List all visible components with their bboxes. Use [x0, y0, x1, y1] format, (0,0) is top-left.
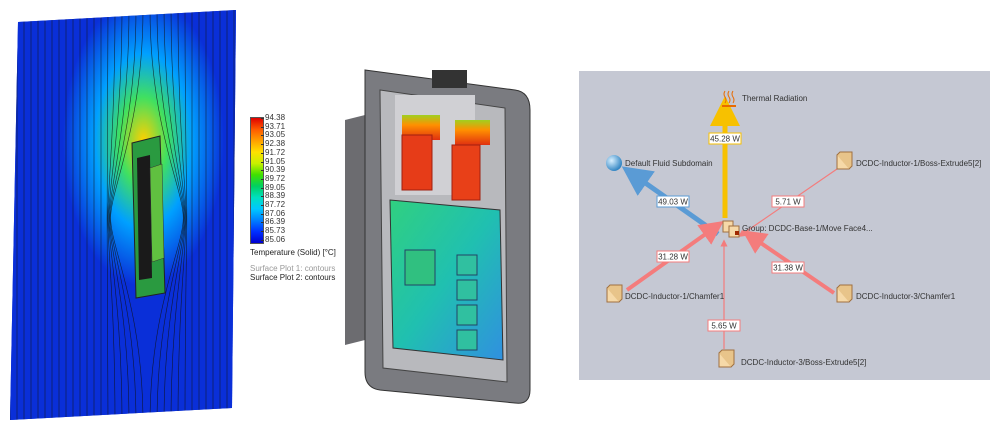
heat-flow-value-fluid: 49.03 W [656, 195, 690, 208]
legend-tick: 94.38 [260, 113, 286, 122]
svg-text:31.28 W: 31.28 W [658, 253, 688, 262]
streamline [184, 10, 188, 420]
thermal-radiation-label[interactable]: Thermal Radiation [742, 94, 807, 103]
legend-tick: 87.72 [260, 200, 286, 209]
legend-tick: 89.05 [260, 182, 286, 192]
svg-text:49.03 W: 49.03 W [658, 198, 688, 207]
streamline [108, 10, 130, 420]
flow-trajectory-plot [10, 10, 236, 420]
legend-tick: 93.71 [260, 121, 286, 131]
part-box-icon [606, 284, 623, 303]
surface-plot-1-label: Surface Plot 1: contours [250, 264, 336, 273]
group-icon [722, 220, 740, 238]
streamline [149, 10, 184, 420]
heat-flow-value-inductor3-boss: 5.65 W [707, 319, 741, 332]
legend-tick: 85.06 [260, 234, 286, 244]
fluid-sphere-icon [606, 155, 622, 171]
inductor3-boss-label[interactable]: DCDC-Inductor-3/Boss-Extrude5[2] [741, 358, 866, 367]
inductor-1 [401, 115, 440, 191]
legend-tick: 87.06 [260, 208, 286, 218]
heat-flow-value-inductor1-boss: 5.71 W [771, 195, 805, 208]
legend-tick: 91.05 [260, 156, 286, 166]
streamline [170, 10, 186, 420]
streamline [156, 10, 185, 420]
legend-title: Temperature (Solid) [°C] [250, 248, 336, 257]
streamline [163, 10, 186, 420]
part-box-icon [836, 151, 853, 170]
legend-tick: 88.39 [260, 191, 286, 201]
svg-text:45.28 W: 45.28 W [710, 135, 740, 144]
legend-tick: 92.38 [260, 139, 286, 149]
svg-text:5.65 W: 5.65 W [711, 322, 737, 331]
legend-tick: 93.05 [260, 130, 286, 140]
legend-tick: 90.39 [260, 165, 286, 175]
inductor1-chamfer-label[interactable]: DCDC-Inductor-1/Chamfer1 [625, 292, 725, 301]
fluid-label[interactable]: Default Fluid Subdomain [625, 159, 713, 168]
thermal-radiation-icon [722, 90, 736, 107]
legend-tick: 85.73 [260, 226, 286, 236]
heat-flow-value-inductor1-chamfer: 31.28 W [656, 250, 690, 263]
inductor1-boss-label[interactable]: DCDC-Inductor-1/Boss-Extrude5[2] [856, 159, 981, 168]
svg-text:5.71 W: 5.71 W [775, 198, 801, 207]
streamline [108, 10, 123, 420]
legend-tick: 89.72 [260, 173, 286, 183]
heat-flow-value-radiation: 45.28 W [708, 132, 742, 145]
enclosure-3d-view [345, 69, 531, 404]
legend-tick: 86.39 [260, 217, 286, 227]
heat-flow-value-inductor3-chamfer: 31.38 W [771, 261, 805, 274]
center-group-label[interactable]: Group: DCDC-Base-1/Move Face4... [742, 224, 873, 233]
streamline [177, 10, 187, 420]
legend-tick: 91.72 [260, 147, 286, 157]
heat-flow-diagram: Thermal Radiation Default Fluid Subdomai… [579, 71, 990, 380]
temperature-color-bar [250, 117, 264, 244]
connector [432, 70, 467, 88]
inductor-3 [451, 120, 490, 201]
part-box-icon [718, 349, 735, 368]
svg-text:31.38 W: 31.38 W [773, 264, 803, 273]
streamline [110, 10, 144, 420]
streamline [107, 10, 116, 420]
inductor3-chamfer-label[interactable]: DCDC-Inductor-3/Chamfer1 [856, 292, 956, 301]
surface-plot-2-label: Surface Plot 2: contours [250, 273, 336, 282]
streamline [109, 10, 137, 420]
part-box-icon [836, 284, 853, 303]
streamline [106, 10, 109, 420]
